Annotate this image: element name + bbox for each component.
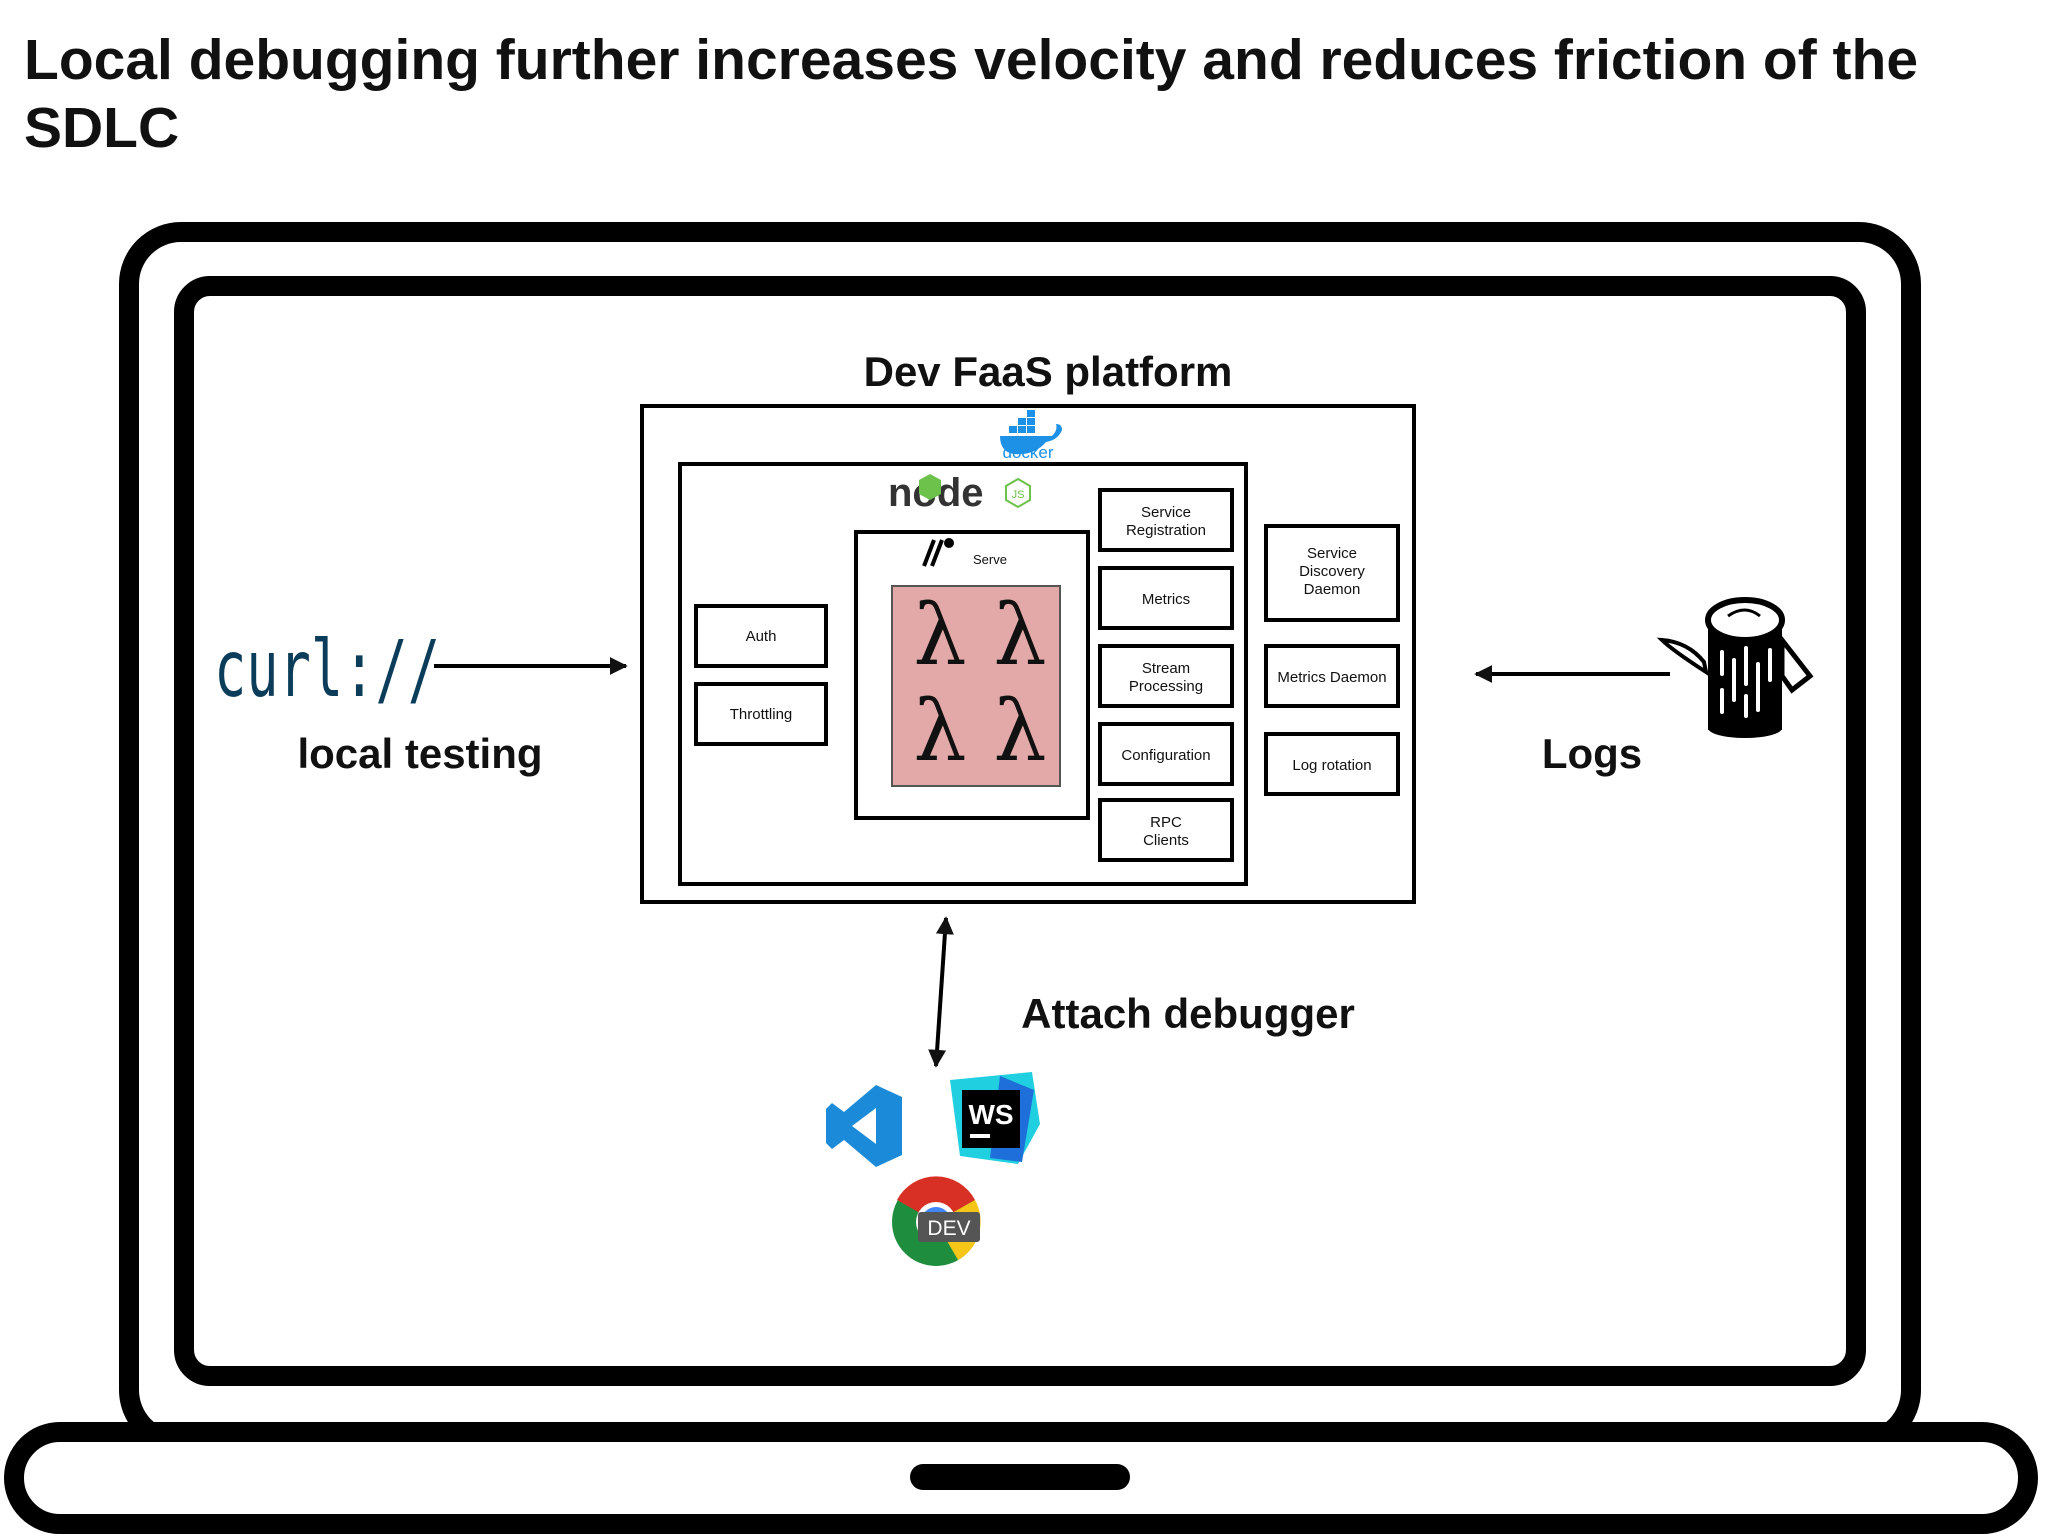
lambda-icon: λ — [993, 586, 1046, 684]
service-discovery-daemon-box — [1264, 524, 1400, 622]
rpc-clients-label-line: Clients — [1143, 832, 1189, 849]
logs-label: Logs — [1542, 730, 1642, 777]
webstorm-logo-icon: WS — [950, 1072, 1040, 1164]
log-rotation-box — [1264, 732, 1400, 796]
service-registration-label-line: Service — [1141, 504, 1191, 521]
stream-processing-label-line: Processing — [1129, 678, 1203, 695]
laptop-screen — [174, 276, 1866, 1386]
laptop-lid — [119, 222, 1921, 1452]
configuration-label: Configuration — [1121, 747, 1210, 764]
lambda-grid: λ λ λ λ — [913, 586, 1046, 780]
laptop-icon — [4, 222, 2038, 1534]
slide-title: Local debugging further increases veloci… — [24, 28, 1919, 160]
node-container-box — [678, 462, 1248, 886]
middle-component-boxes: Service Registration Metrics Stream Proc… — [1098, 488, 1234, 862]
runtime-box-label: Serve — [973, 552, 1007, 567]
auth-label: Auth — [746, 628, 777, 645]
log-rotation-label: Log rotation — [1292, 757, 1371, 774]
local-testing-label: local testing — [297, 730, 542, 777]
lambda-icon: λ — [913, 586, 966, 684]
configuration-box — [1098, 722, 1234, 786]
platform-box — [640, 404, 1416, 904]
chrome-dev-logo-icon: DEV — [892, 1176, 981, 1266]
lambda-icon: λ — [993, 682, 1046, 780]
log-top — [1705, 597, 1785, 643]
log-branch — [1779, 632, 1814, 694]
metrics-daemon-box — [1264, 644, 1400, 708]
lambda-functions-panel — [891, 585, 1061, 787]
service-discovery-label-line: Daemon — [1304, 581, 1361, 598]
nodejs-js-badge: JS — [1012, 489, 1025, 501]
vscode-logo-icon — [826, 1085, 902, 1167]
metrics-box — [1098, 566, 1234, 630]
metrics-label: Metrics — [1142, 591, 1190, 608]
webstorm-badge: WS — [968, 1099, 1013, 1130]
curl-wordmark: curl:// — [214, 625, 440, 715]
rpc-clients-label-line: RPC — [1150, 814, 1182, 831]
nodejs-logo: node JS — [888, 471, 1031, 515]
metrics-daemon-label: Metrics Daemon — [1277, 669, 1386, 686]
leaf-icon — [1656, 637, 1709, 677]
lambda-icon: λ — [913, 682, 966, 780]
laptop-trackpad-notch — [910, 1464, 1130, 1490]
runtime-logo-icon — [922, 538, 954, 567]
chrome-dev-badge: DEV — [927, 1217, 970, 1240]
auth-box — [694, 604, 828, 668]
platform-title: Dev FaaS platform — [864, 348, 1233, 395]
stream-processing-box — [1098, 644, 1234, 708]
service-registration-box — [1098, 488, 1234, 552]
nodejs-js-badge-icon — [1005, 477, 1031, 509]
service-discovery-label-line: Service — [1307, 545, 1357, 562]
throttling-box — [694, 682, 828, 746]
stream-processing-label-line: Stream — [1142, 660, 1190, 677]
service-discovery-label-line: Discovery — [1299, 563, 1365, 580]
docker-whale-icon — [1000, 410, 1062, 455]
attach-debugger-label: Attach debugger — [1021, 990, 1355, 1037]
docker-label: docker — [1002, 443, 1053, 462]
curl-logo: curl:// — [214, 625, 440, 715]
left-component-boxes: Auth Throttling — [694, 604, 828, 746]
nodejs-hex-icon — [919, 474, 941, 500]
attach-debugger-arrow — [928, 916, 954, 1068]
throttling-label: Throttling — [730, 706, 793, 723]
log-stump-icon — [1656, 597, 1814, 738]
log-base — [1708, 718, 1782, 738]
rpc-clients-box — [1098, 798, 1234, 862]
right-daemon-boxes: Service Discovery Daemon Metrics Daemon … — [1264, 524, 1400, 796]
service-registration-label-line: Registration — [1126, 522, 1206, 539]
docker-logo: docker — [1000, 410, 1062, 462]
runtime-box — [854, 530, 1090, 820]
runtime-label-mask — [868, 568, 1076, 578]
